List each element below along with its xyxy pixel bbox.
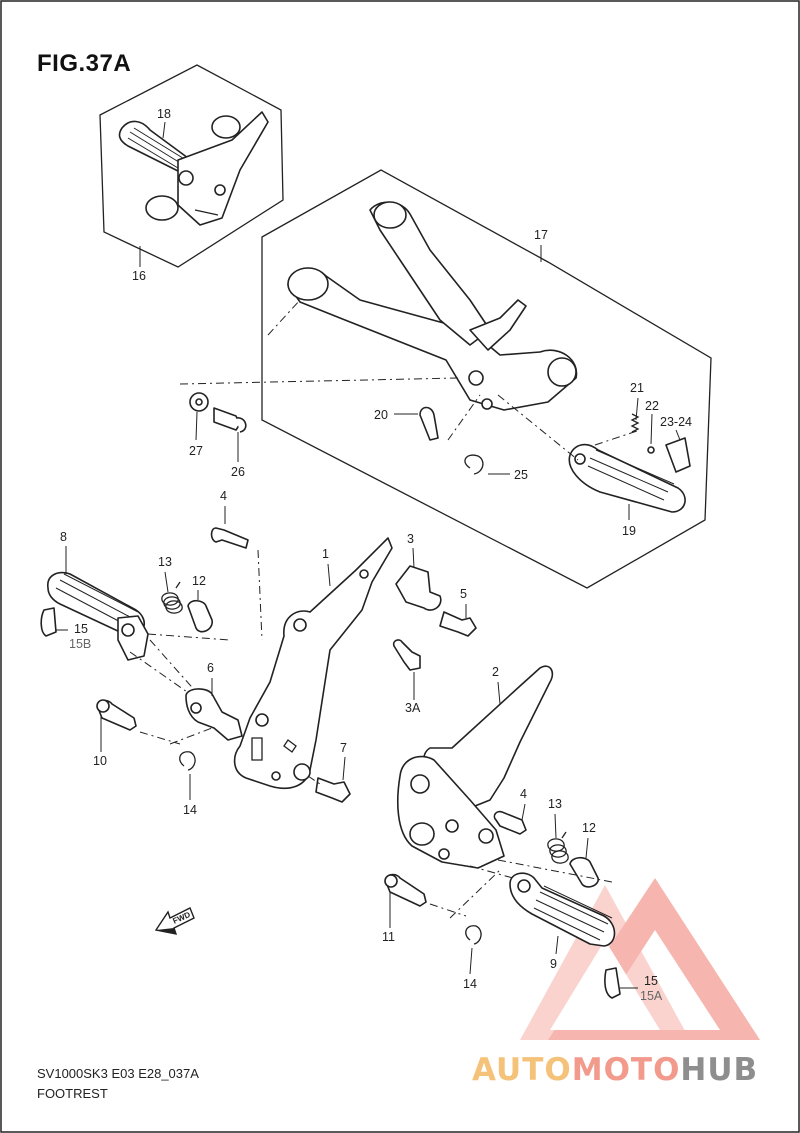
callout-4-upper: 4 xyxy=(220,489,227,503)
callout-25: 25 xyxy=(514,468,528,482)
callout-26: 26 xyxy=(231,465,245,479)
watermark-text: AUTOMOTOHUB xyxy=(472,1052,758,1088)
callout-8: 8 xyxy=(60,530,67,544)
callout-7: 7 xyxy=(340,741,347,755)
figure-caption: FOOTREST xyxy=(37,1086,108,1101)
assembly-17-box xyxy=(261,169,712,589)
assembly-16-box xyxy=(99,64,284,268)
callout-15b: 15B xyxy=(69,637,91,651)
watermark-auto: AUTO xyxy=(472,1052,572,1088)
callout-15a: 15A xyxy=(640,989,663,1003)
callout-6: 6 xyxy=(207,661,214,675)
callout-12-left: 12 xyxy=(192,574,206,588)
bracket-1 xyxy=(233,537,393,790)
callout-27: 27 xyxy=(189,444,203,458)
callout-5: 5 xyxy=(460,587,467,601)
clip-14-right xyxy=(465,925,482,945)
callout-18: 18 xyxy=(157,107,171,121)
part-3 xyxy=(395,565,442,611)
footrest-9 xyxy=(509,872,616,947)
footrest-8 xyxy=(47,571,149,661)
pin-12-left xyxy=(187,599,213,633)
callout-21: 21 xyxy=(630,381,644,395)
callout-2: 2 xyxy=(492,665,499,679)
bolt-5 xyxy=(439,611,477,637)
callout-15-right: 15 xyxy=(644,974,658,988)
callout-17: 17 xyxy=(534,228,548,242)
callout-14-left: 14 xyxy=(183,803,197,817)
callout-19: 19 xyxy=(622,524,636,538)
callout-22: 22 xyxy=(645,399,659,413)
callout-12-right: 12 xyxy=(582,821,596,835)
reference-code: SV1000SK3 E03 E28_037A xyxy=(37,1066,199,1081)
bolt-4-lower xyxy=(493,810,527,835)
callout-16: 16 xyxy=(132,269,146,283)
bolt-4-upper xyxy=(210,527,249,549)
bolt-7 xyxy=(315,777,351,803)
spring-13-left xyxy=(161,581,183,614)
watermark-moto: MOTO xyxy=(571,1052,681,1088)
spring-13-right xyxy=(547,831,569,864)
fwd-arrow-icon: FWD xyxy=(154,907,195,935)
callout-4-lower: 4 xyxy=(520,787,527,801)
callout-14-right: 14 xyxy=(463,977,477,991)
callout-13-right: 13 xyxy=(548,797,562,811)
pin-15-left xyxy=(40,607,57,637)
callout-9: 9 xyxy=(550,957,557,971)
callout-15-left: 15 xyxy=(74,622,88,636)
pin-12-right xyxy=(569,856,599,888)
figure-title: FIG.37A xyxy=(37,50,132,77)
callout-3a: 3A xyxy=(405,701,421,715)
callout-23-24: 23-24 xyxy=(660,415,692,429)
bolt-26 xyxy=(213,407,241,431)
bolt-3a xyxy=(392,639,421,671)
callout-1: 1 xyxy=(322,547,329,561)
callout-20: 20 xyxy=(374,408,388,422)
clip-14-left xyxy=(179,751,196,771)
bracket-2 xyxy=(396,665,554,869)
watermark-hub: HUB xyxy=(680,1052,759,1088)
pin-15-right xyxy=(604,967,621,999)
callout-13-left: 13 xyxy=(158,555,172,569)
pivot-6 xyxy=(185,688,243,741)
callout-3: 3 xyxy=(407,532,414,546)
callout-11: 11 xyxy=(382,930,395,944)
callout-10: 10 xyxy=(93,754,107,768)
